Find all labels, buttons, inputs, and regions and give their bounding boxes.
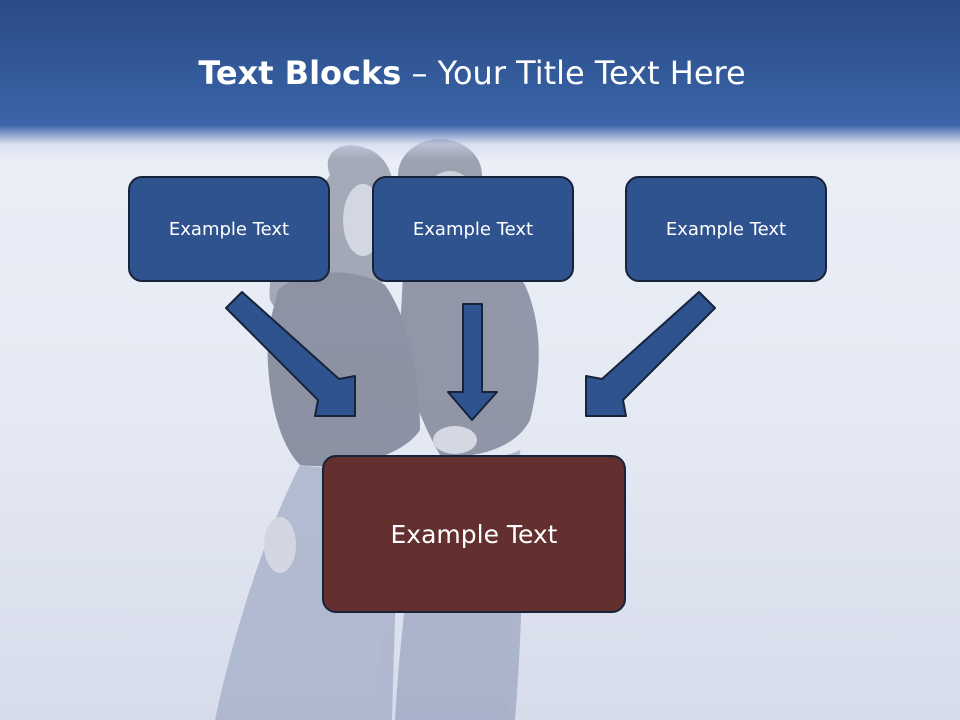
title-rest: Your Title Text Here	[437, 54, 746, 92]
slide-title: Text Blocks – Your Title Text Here	[0, 54, 944, 92]
text-block-3-label: Example Text	[665, 218, 787, 240]
person-left-jacket	[267, 272, 420, 467]
text-block-1-label: Example Text	[168, 218, 290, 240]
person-left-hand	[264, 517, 296, 573]
text-block-3[interactable]: Example Text	[625, 176, 827, 282]
result-block[interactable]: Example Text	[322, 455, 626, 613]
arrow-left	[225, 291, 356, 417]
person-right-hand	[433, 426, 477, 454]
result-block-label: Example Text	[390, 519, 558, 549]
text-block-1[interactable]: Example Text	[128, 176, 330, 282]
title-separator: –	[401, 54, 438, 92]
title-bold: Text Blocks	[198, 54, 402, 92]
text-block-2[interactable]: Example Text	[372, 176, 574, 282]
arrow-center	[447, 303, 498, 421]
arrow-right	[585, 291, 716, 417]
text-block-2-label: Example Text	[412, 218, 534, 240]
title-banner	[0, 0, 960, 160]
